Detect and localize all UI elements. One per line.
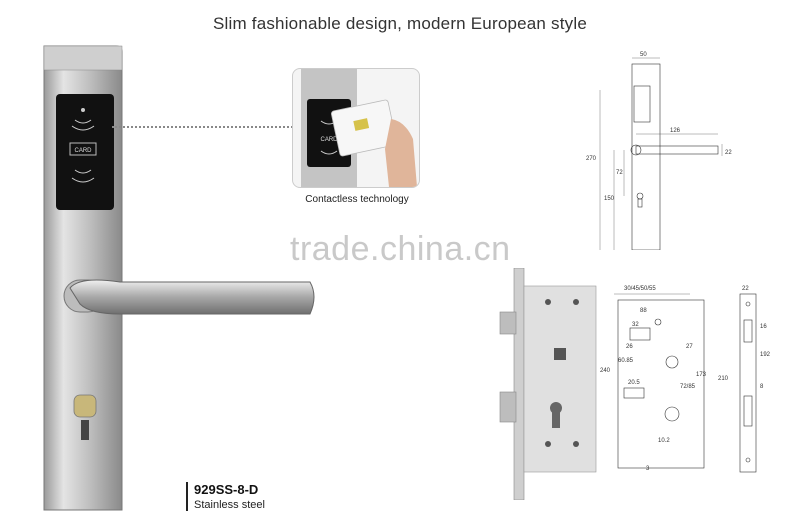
model-number: 929SS-8-D [194,482,259,497]
dim-cyl: 150 [604,196,615,202]
dim-height: 270 [586,156,597,162]
faceplate-drawing: 22 210 192 16 8 [718,286,771,473]
model-info: 929SS-8-D Stainless steel [186,482,265,511]
dim-face-width: 22 [742,286,749,292]
headline: Slim fashionable design, modern European… [213,14,587,33]
dim-face-8: 8 [760,384,764,390]
dim-20-5: 20.5 [628,380,640,386]
mortise-technical-drawing: 30/45/50/55 32 26 88 60.85 27 173 72/85 … [600,286,707,472]
inset-card-label: CARD [320,137,338,143]
contactless-caption: Contactless technology [305,194,409,205]
dim-face-210: 210 [718,376,729,382]
dim-60-85: 60.85 [618,358,634,364]
dim-240: 240 [600,368,611,374]
lever-handle [69,279,315,315]
front-technical-drawing: 50 126 22 270 150 72 [586,52,732,250]
dim-72-85: 72/85 [680,384,696,390]
dim-32: 32 [632,322,639,328]
dim-width: 50 [640,52,647,58]
dim-88: 88 [640,308,647,314]
contactless-inset: CARD [292,68,420,188]
card-reader-label: CARD [74,148,92,154]
dim-lever: 126 [670,128,681,134]
dim-10-2: 10.2 [658,438,670,444]
model-material: Stainless steel [194,499,265,511]
mortise-image [499,268,597,500]
dim-3: 3 [646,466,650,472]
dim-173: 173 [696,372,707,378]
connector-dotted-line [112,126,308,128]
dim-26: 26 [626,344,633,350]
dim-face-16: 16 [760,324,767,330]
dim-lever-thick: 22 [725,150,732,156]
dim-face-192: 192 [760,352,771,358]
dim-center: 72 [616,170,623,176]
dim-27: 27 [686,344,693,350]
watermark: trade.china.cn [290,230,511,268]
dim-backset: 30/45/50/55 [624,286,656,292]
